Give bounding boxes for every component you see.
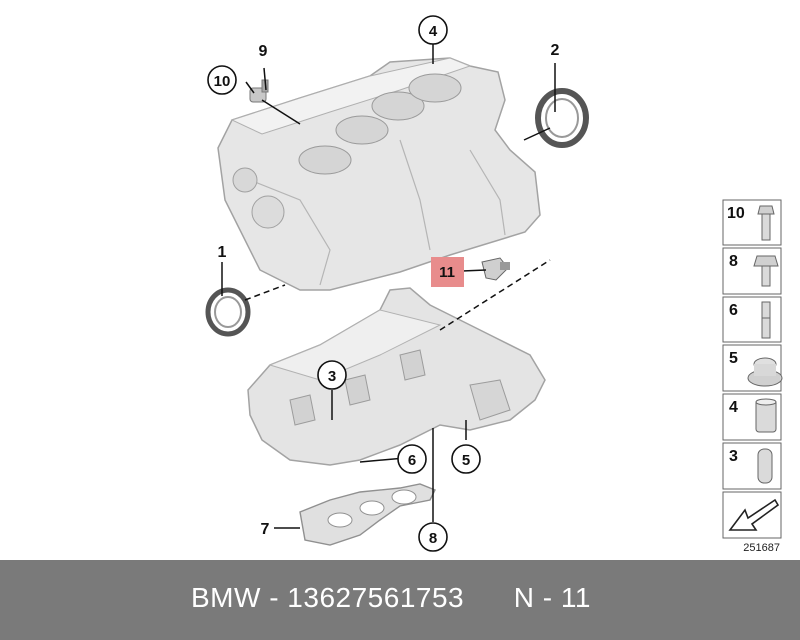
callout-9[interactable]: 9 (259, 43, 268, 60)
svg-text:1: 1 (218, 244, 227, 261)
svg-text:10: 10 (214, 73, 231, 90)
side-item-6[interactable]: 6 (722, 296, 782, 343)
gasket-part (299, 483, 436, 546)
part-caption: BMW - 13627561753 N - 11 (191, 582, 591, 613)
svg-text:5: 5 (729, 350, 738, 367)
sensor-part (481, 257, 510, 281)
callout-10[interactable]: 10 (207, 65, 237, 95)
caption-bar: BMW - 13627561753 N - 11 (0, 560, 800, 640)
side-item-5[interactable]: 5 (722, 344, 783, 392)
side-item-3[interactable]: 3 (722, 442, 782, 490)
svg-text:9: 9 (259, 43, 268, 60)
lower-crankcase (247, 287, 546, 466)
svg-text:4: 4 (729, 399, 738, 416)
svg-text:11: 11 (439, 264, 455, 281)
page-arrow-icon (728, 498, 780, 531)
svg-text:5: 5 (462, 452, 470, 469)
callout-5[interactable]: 5 (451, 444, 481, 474)
callout-6[interactable]: 6 (397, 444, 427, 474)
svg-text:6: 6 (408, 452, 416, 469)
dowel-sleeve-icon (755, 398, 777, 433)
parts-diagram: 9 10 4 2 1 11 3 6 5 7 8 10 (205, 15, 783, 554)
sealing-cap-icon (747, 357, 783, 387)
svg-text:4: 4 (429, 23, 438, 40)
callout-1[interactable]: 1 (218, 244, 227, 261)
callout-7[interactable]: 7 (261, 521, 270, 538)
side-item-8[interactable]: 8 (722, 247, 782, 295)
stud-bolt-icon (761, 301, 771, 339)
svg-text:10: 10 (727, 205, 745, 222)
svg-text:6: 6 (729, 302, 738, 319)
engine-block (217, 57, 541, 291)
callout-3[interactable]: 3 (317, 360, 347, 390)
svg-text:7: 7 (261, 521, 270, 538)
callout-8[interactable]: 8 (418, 522, 448, 552)
svg-text:2: 2 (551, 42, 560, 59)
diagram-ref-number: 251687 (743, 542, 780, 554)
seal-ring-1 (205, 287, 251, 337)
dowel-pin-icon (757, 448, 773, 484)
callout-2[interactable]: 2 (551, 42, 560, 59)
svg-text:3: 3 (729, 448, 738, 465)
parts-side-panel: 10 8 6 5 (722, 199, 783, 554)
svg-text:8: 8 (429, 530, 437, 547)
side-item-10[interactable]: 10 (722, 199, 782, 246)
side-item-arrow[interactable] (722, 491, 782, 539)
bolt-flange-icon (757, 205, 775, 241)
leader-lines (221, 44, 556, 529)
bolt-hex-icon (753, 255, 779, 287)
callout-11[interactable]: 11 (431, 257, 464, 287)
callout-4[interactable]: 4 (418, 15, 448, 45)
side-item-4[interactable]: 4 (722, 393, 782, 441)
svg-text:8: 8 (729, 253, 738, 270)
svg-text:3: 3 (328, 368, 336, 385)
seal-ring-2 (535, 88, 589, 148)
